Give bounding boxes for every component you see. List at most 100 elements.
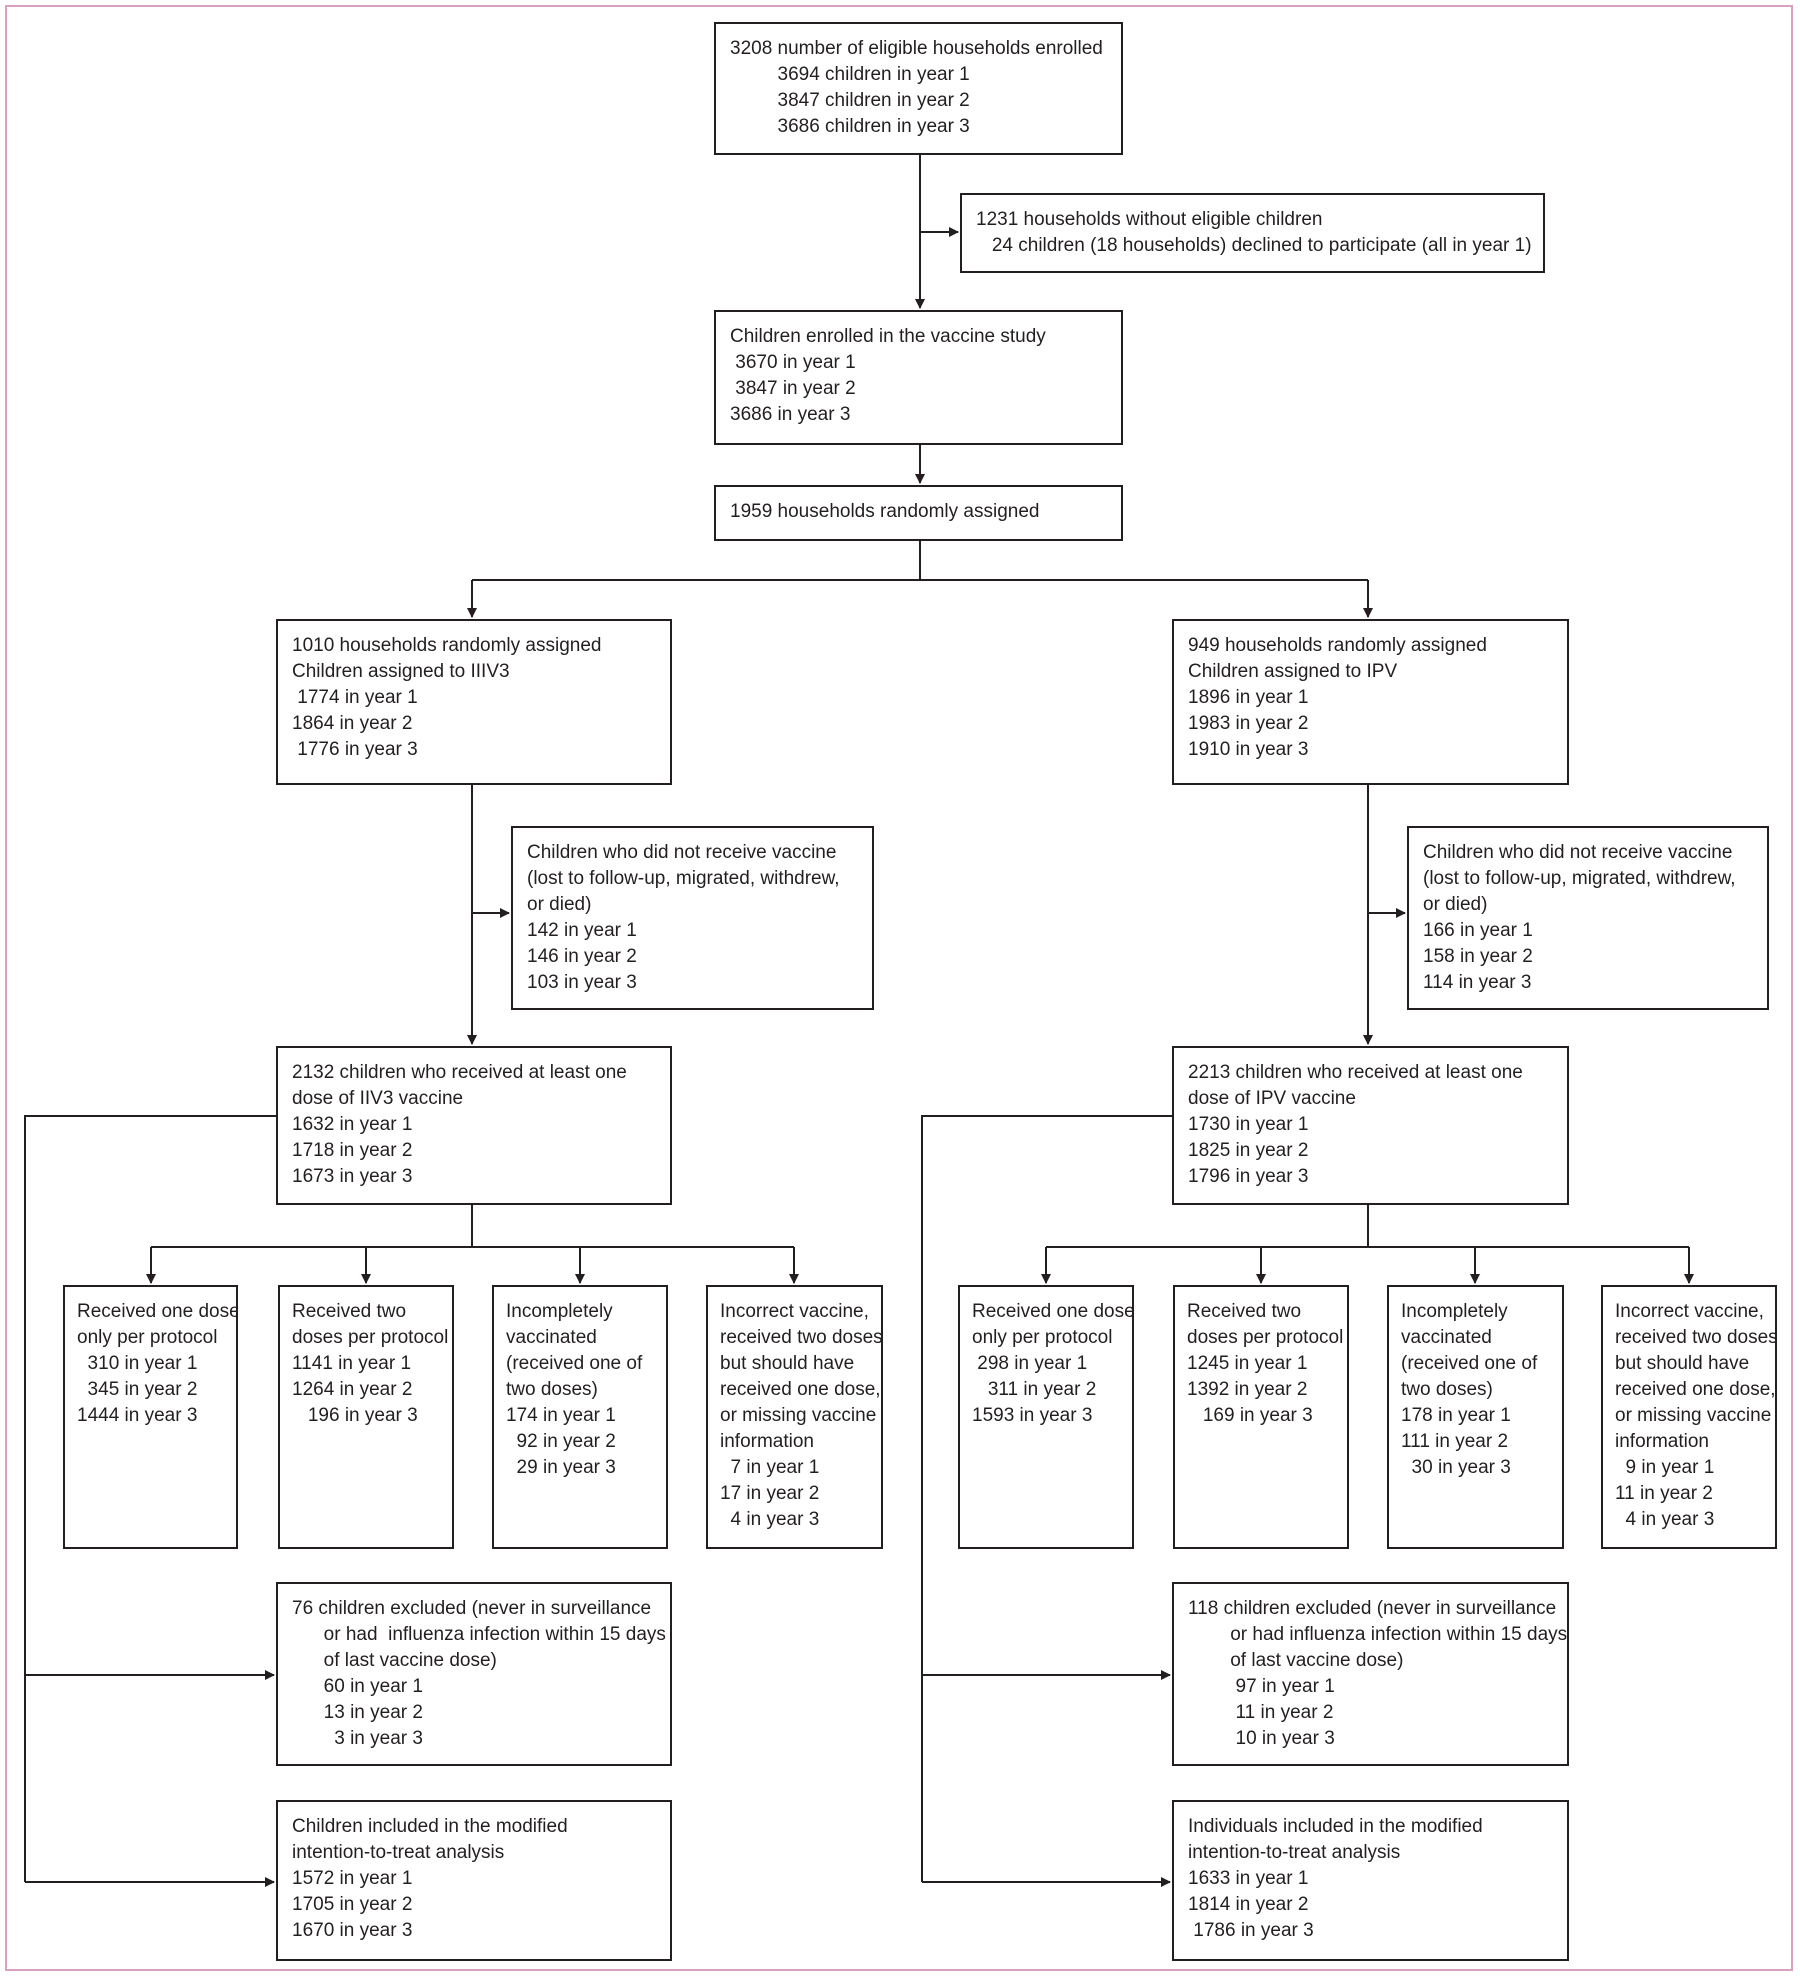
- box-text-line: 1705 in year 2: [292, 1894, 413, 1915]
- box-text-line: 76 children excluded (never in surveilla…: [292, 1598, 652, 1619]
- box-text-line: 3847 children in year 2: [730, 90, 970, 111]
- box-text-line: 1392 in year 2: [1187, 1379, 1308, 1400]
- box-text-line: 1572 in year 1: [292, 1868, 413, 1889]
- box-text-line: of last vaccine dose): [292, 1650, 497, 1671]
- box-text-line: or died): [527, 894, 592, 915]
- box-text-line: 4 in year 3: [720, 1509, 820, 1530]
- figure-border: [5, 5, 1793, 1971]
- box-text-line: received two doses: [720, 1327, 883, 1348]
- box-text-line: 10 in year 3: [1188, 1728, 1335, 1749]
- enrolled-box: 3208 number of eligible households enrol…: [714, 22, 1123, 155]
- box-text-line: received two doses: [1615, 1327, 1777, 1348]
- box-text-line: vaccinated: [1401, 1327, 1492, 1348]
- box-text-line: 1786 in year 3: [1188, 1920, 1314, 1941]
- box-text-line: 166 in year 1: [1423, 920, 1533, 941]
- box-text-line: (received one of: [1401, 1353, 1538, 1374]
- box-text-line: 1814 in year 2: [1188, 1894, 1309, 1915]
- box-text-line: intention-to-treat analysis: [292, 1842, 505, 1863]
- box-text-line: or had influenza infection within 15 day…: [1188, 1624, 1568, 1645]
- box-text-line: 1593 in year 3: [972, 1405, 1093, 1426]
- box-text-line: 1670 in year 3: [292, 1920, 413, 1941]
- box-text-line: only per protocol: [972, 1327, 1113, 1348]
- box-text-line: vaccinated: [506, 1327, 597, 1348]
- box-text-line: 1231 households without eligible childre…: [976, 209, 1323, 230]
- box-text-line: 1718 in year 2: [292, 1140, 413, 1161]
- box-text-line: received one dose,: [1615, 1379, 1776, 1400]
- box-text-line: 1632 in year 1: [292, 1114, 413, 1135]
- box-text-line: 178 in year 1: [1401, 1405, 1511, 1426]
- box-text-line: 3670 in year 1: [730, 352, 856, 373]
- box-text-line: two doses): [1401, 1379, 1493, 1400]
- box-text-line: 11 in year 2: [1615, 1483, 1713, 1504]
- box-text-line: 9 in year 1: [1615, 1457, 1715, 1478]
- box-text-line: 29 in year 3: [506, 1457, 616, 1478]
- ipv-not-received-box: Children who did not receive vaccine(los…: [1407, 826, 1769, 1010]
- randomised-box: 1959 households randomly assigned: [714, 485, 1123, 541]
- box-text-line: 1141 in year 1: [292, 1353, 412, 1374]
- box-text-line: 2213 children who received at least one: [1188, 1062, 1523, 1083]
- box-text-line: but should have: [1615, 1353, 1750, 1374]
- box-text-line: 1776 in year 3: [292, 739, 418, 760]
- box-text-line: Children enrolled in the vaccine study: [730, 326, 1046, 347]
- box-text-line: 146 in year 2: [527, 946, 637, 967]
- box-text-line: or missing vaccine: [720, 1405, 877, 1426]
- iiv-left-rail: [24, 1115, 276, 1882]
- box-text-line: 3694 children in year 1: [730, 64, 970, 85]
- box-text-line: 311 in year 2: [972, 1379, 1097, 1400]
- box-text-line: Received one dose: [972, 1301, 1134, 1322]
- box-text-line: or died): [1423, 894, 1488, 915]
- box-text-line: 158 in year 2: [1423, 946, 1533, 967]
- box-text-line: Individuals included in the modified: [1188, 1816, 1483, 1837]
- box-text-line: received one dose,: [720, 1379, 881, 1400]
- box-text-line: 310 in year 1: [77, 1353, 198, 1374]
- box-text-line: 3686 in year 3: [730, 404, 851, 425]
- box-text-line: or had influenza infection within 15 day…: [292, 1624, 666, 1645]
- box-text-line: Incorrect vaccine,: [1615, 1301, 1764, 1322]
- box-text-line: 1673 in year 3: [292, 1166, 413, 1187]
- box-text-line: of last vaccine dose): [1188, 1650, 1404, 1671]
- box-text-line: 2132 children who received at least one: [292, 1062, 627, 1083]
- box-text-line: intention-to-treat analysis: [1188, 1842, 1401, 1863]
- ipv-one-dose-box: Received one dose only per protocol 298 i…: [958, 1285, 1134, 1549]
- box-text-line: two doses): [506, 1379, 598, 1400]
- box-text-line: 169 in year 3: [1187, 1405, 1313, 1426]
- box-text-line: 111 in year 2: [1401, 1431, 1509, 1452]
- box-text-line: Children assigned to IPV: [1188, 661, 1398, 682]
- box-text-line: 118 children excluded (never in surveill…: [1188, 1598, 1557, 1619]
- box-text-line: 92 in year 2: [506, 1431, 616, 1452]
- box-text-line: 1983 in year 2: [1188, 713, 1309, 734]
- ipv-incorrect-box: Incorrect vaccine, received two doses but …: [1601, 1285, 1777, 1549]
- box-text-line: 1864 in year 2: [292, 713, 413, 734]
- box-text-line: 4 in year 3: [1615, 1509, 1715, 1530]
- box-text-line: Received two: [1187, 1301, 1302, 1322]
- box-text-line: 1910 in year 3: [1188, 739, 1309, 760]
- box-text-line: or missing vaccine: [1615, 1405, 1772, 1426]
- box-text-line: 60 in year 1: [292, 1676, 423, 1697]
- box-text-line: doses per protocol: [1187, 1327, 1344, 1348]
- box-text-line: Incompletely: [1401, 1301, 1508, 1322]
- box-text-line: 30 in year 3: [1401, 1457, 1511, 1478]
- box-text-line: (lost to follow-up, migrated, withdrew,: [1423, 868, 1736, 889]
- excluded-households-box: 1231 households without eligible childre…: [960, 193, 1545, 273]
- ipv-incomplete-box: Incompletely vaccinated (received one of tw…: [1387, 1285, 1564, 1549]
- box-text-line: 3686 children in year 3: [730, 116, 970, 137]
- box-text-line: 298 in year 1: [972, 1353, 1088, 1374]
- box-text-line: 142 in year 1: [527, 920, 637, 941]
- box-text-line: 174 in year 1: [506, 1405, 616, 1426]
- box-text-line: 1264 in year 2: [292, 1379, 413, 1400]
- box-text-line: 1730 in year 1: [1188, 1114, 1309, 1135]
- box-text-line: 13 in year 2: [292, 1702, 423, 1723]
- box-text-line: (lost to follow-up, migrated, withdrew,: [527, 868, 840, 889]
- ipv-mitt-box: Individuals included in the modified inte…: [1172, 1800, 1569, 1961]
- box-text-line: 1774 in year 1: [292, 687, 418, 708]
- box-text-line: only per protocol: [77, 1327, 218, 1348]
- box-text-line: information: [1615, 1431, 1709, 1452]
